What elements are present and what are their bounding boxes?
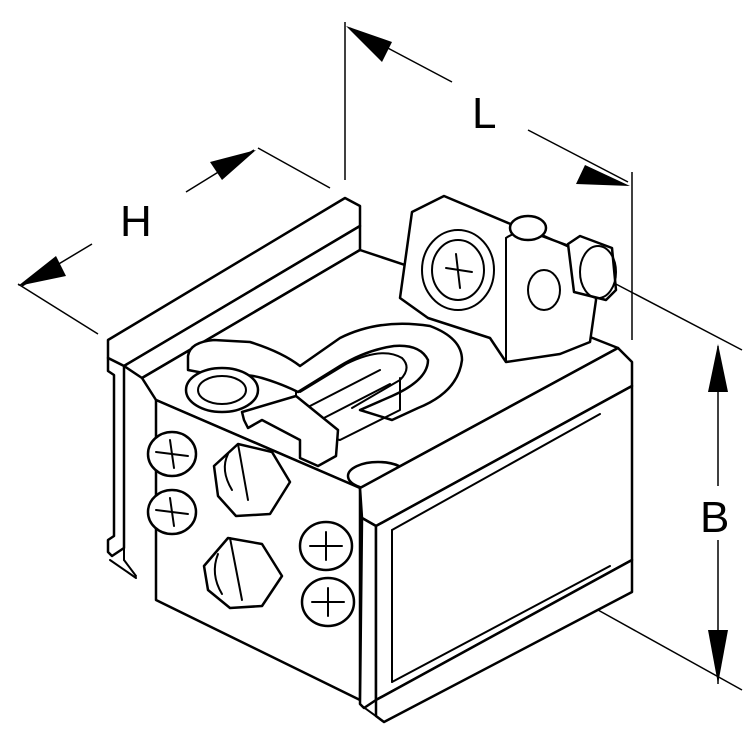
screw-left-top <box>146 430 198 478</box>
cable-clamp <box>186 322 464 441</box>
dimension-h-extension-bottom <box>17 283 99 335</box>
clamp-tongue <box>240 394 340 468</box>
bracket-bolt <box>508 214 618 302</box>
clamp-hole <box>184 366 260 414</box>
back-plate <box>106 196 362 579</box>
dimension-b-arrow-bottom <box>708 630 728 684</box>
dimension-l-arrow-left <box>346 26 392 62</box>
terminal-block <box>106 194 634 724</box>
screw-right-top <box>298 520 354 572</box>
dimension-h: H <box>17 147 331 335</box>
dimension-b-label: B <box>700 493 729 542</box>
hex-nut-top <box>212 442 292 518</box>
dimension-l-label: L <box>472 89 496 138</box>
dimension-b: B <box>597 281 743 691</box>
front-plate <box>358 346 634 724</box>
screw-left-bottom <box>146 488 198 536</box>
dimension-b-arrow-top <box>708 344 728 392</box>
dimension-l-line-right <box>527 129 629 183</box>
dimension-h-arrow-top <box>210 150 256 180</box>
hex-nut-bottom <box>202 536 284 610</box>
dimension-l: L <box>344 22 633 340</box>
dimension-l-arrow-right <box>576 165 630 186</box>
screw-right-bottom <box>300 576 356 628</box>
dimension-h-extension-top <box>257 147 331 189</box>
dimension-b-extension-top <box>611 281 743 351</box>
dimension-h-arrow-bottom <box>18 256 66 286</box>
dimension-h-label: H <box>120 197 152 246</box>
